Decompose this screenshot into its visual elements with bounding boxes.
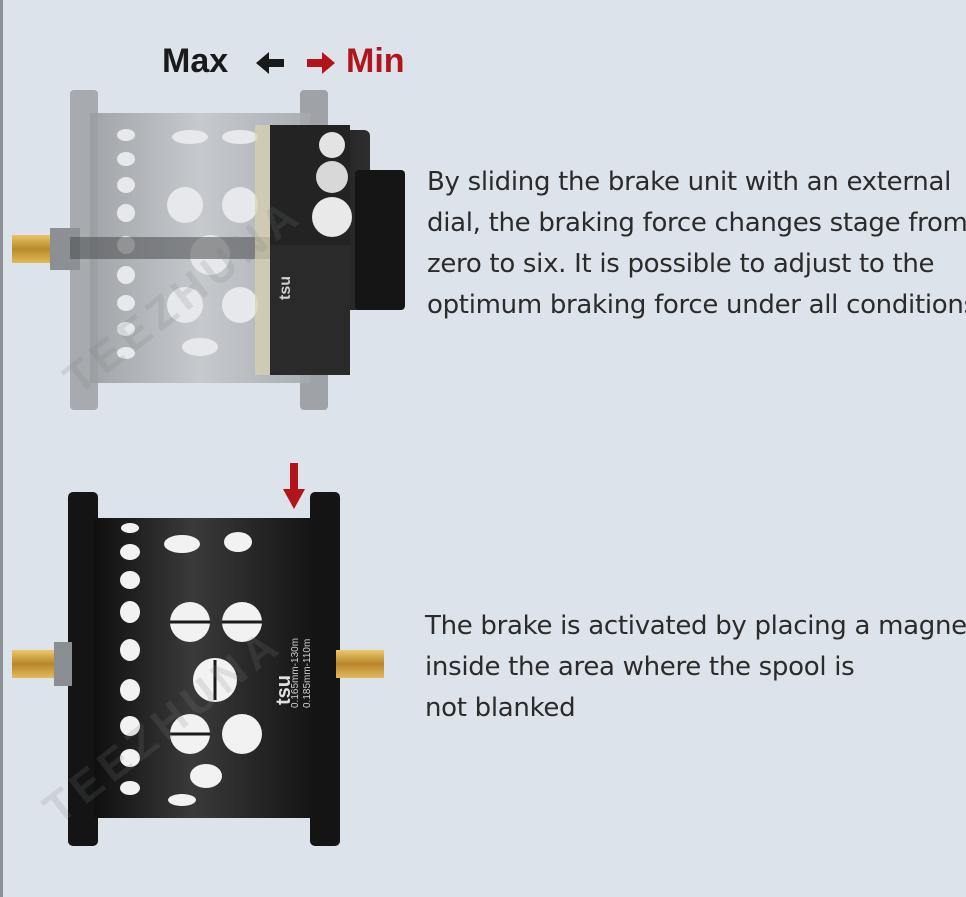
brake-description-line-1: By sliding the brake unit with an extern…: [427, 167, 952, 197]
black-spool-illustration: tsu 0.165mm-130m 0.185mm-110m: [12, 492, 384, 846]
brake-description-line-4: optimum braking force under all conditio…: [427, 290, 966, 320]
brake-description-line-2: dial, the braking force changes stage fr…: [427, 208, 966, 238]
magnet-description: The brake is activated by placing a magn…: [425, 606, 966, 729]
spool-with-brake-unit-illustration: tsu: [12, 90, 405, 410]
max-label: Max: [162, 42, 229, 80]
spool-brand-text-top: tsu: [277, 276, 294, 300]
arrow-down-icon: [283, 463, 305, 509]
spool-spec-line-2: 0.185mm-110m: [302, 639, 313, 708]
magnet-description-line-2: inside the area where the spool is: [425, 652, 855, 682]
brake-description-line-3: zero to six. It is possible to adjust to…: [427, 249, 935, 279]
left-edge-border: [0, 0, 3, 897]
magnet-description-line-3: not blanked: [425, 693, 576, 723]
arrow-right-icon: [307, 52, 335, 74]
min-label: Min: [346, 42, 405, 80]
spool-brand-text-bottom: tsu: [273, 675, 295, 705]
spool-spec-line-1: 0.165mm-130m: [290, 638, 301, 708]
magnet-description-line-1: The brake is activated by placing a magn…: [425, 611, 966, 641]
arrow-left-icon: [256, 52, 284, 74]
brake-description: By sliding the brake unit with an extern…: [427, 162, 966, 326]
